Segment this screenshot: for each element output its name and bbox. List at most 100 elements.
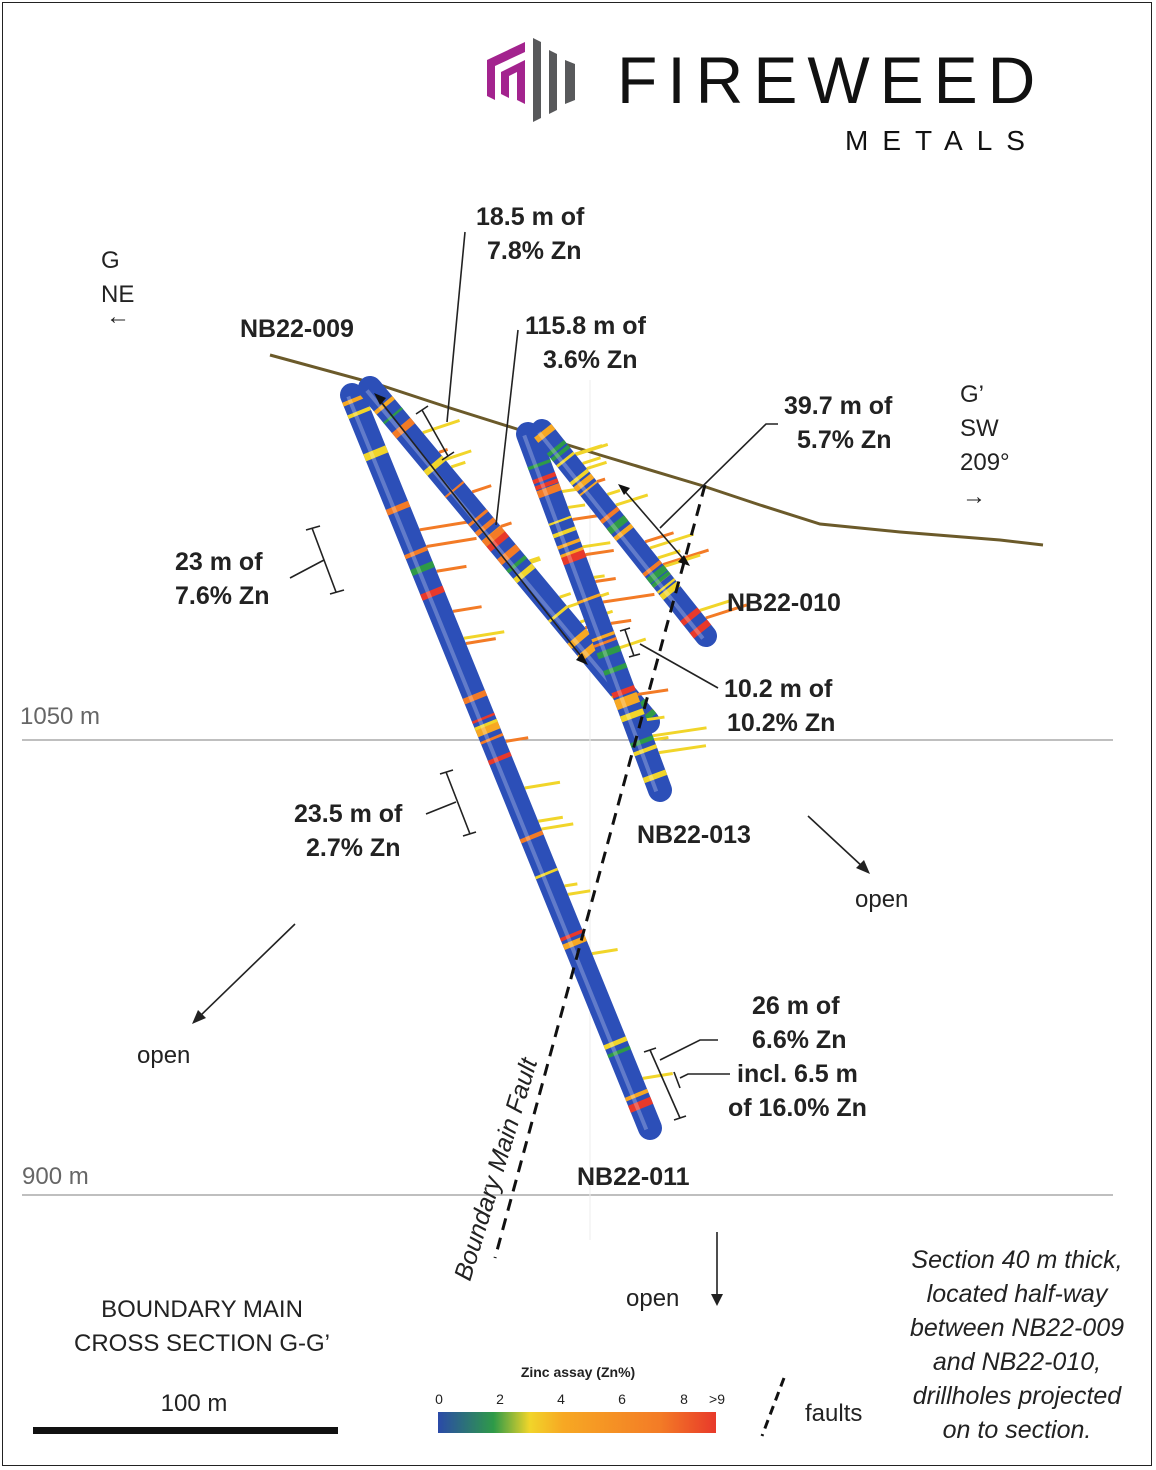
legend-tick-6: 6 <box>618 1391 626 1407</box>
drillhole-highlight <box>522 434 659 793</box>
assay-band <box>485 530 510 552</box>
assay-spike <box>500 521 512 528</box>
fault-label: Boundary Main Fault <box>449 1054 544 1284</box>
assay-band <box>560 546 585 561</box>
fireweed-logo: FIREWEED METALS <box>487 38 1035 156</box>
assay-spike <box>529 556 541 563</box>
assay-band <box>680 607 702 626</box>
assay-band <box>651 570 671 588</box>
assay-spike <box>595 577 616 583</box>
assay-band <box>614 694 641 711</box>
svg-text:23 m of: 23 m of <box>175 548 263 576</box>
svg-text:between NB22-009: between NB22-009 <box>910 1314 1124 1342</box>
assay-spike <box>596 477 606 484</box>
legend-tick-9: >9 <box>709 1391 725 1407</box>
assay-spike <box>652 726 707 738</box>
assay-band <box>363 445 389 462</box>
assay-band <box>573 473 595 492</box>
open-arrow-left: open <box>137 923 296 1069</box>
assay-band <box>613 523 634 542</box>
hole-label-nb22-010: NB22-010 <box>727 589 841 617</box>
legend-tick-2: 2 <box>496 1391 504 1407</box>
assay-band <box>613 691 639 706</box>
elevation-label-1050: 1050 m <box>20 703 100 730</box>
assay-band <box>577 593 601 605</box>
assay-band <box>347 406 372 420</box>
svg-text:open: open <box>855 886 908 913</box>
assay-band <box>383 407 404 425</box>
assay-spike <box>444 449 472 461</box>
assay-band <box>471 712 496 725</box>
section-title-line1: BOUNDARY MAIN <box>101 1296 303 1323</box>
assay-spike <box>586 460 608 471</box>
section-end-letter: G’ <box>960 381 984 408</box>
svg-text:6.6% Zn: 6.6% Zn <box>752 1026 846 1054</box>
drillhole-body <box>340 383 662 1140</box>
assay-spike <box>705 603 748 620</box>
assay-band <box>689 619 712 639</box>
assay-band <box>593 636 618 648</box>
section-azimuth: 209° <box>960 449 1010 476</box>
assay-spike <box>559 592 572 599</box>
assay-spike <box>649 532 695 550</box>
assay-band <box>606 515 629 535</box>
assay-spike <box>602 592 655 604</box>
assay-spike <box>426 536 477 548</box>
svg-text:26 m of: 26 m of <box>752 992 840 1020</box>
svg-text:open: open <box>137 1042 190 1069</box>
intercept-115-8m: 115.8 m of 3.6% Zn <box>374 312 647 665</box>
assay-band <box>656 578 676 594</box>
assay-band <box>534 478 559 491</box>
svg-text:on to section.: on to section. <box>943 1416 1092 1444</box>
assay-spike <box>564 882 578 888</box>
assay-spike <box>606 489 621 496</box>
assay-spike <box>593 574 605 579</box>
assay-spike <box>419 519 473 532</box>
assay-band <box>567 628 591 649</box>
svg-text:2.7% Zn: 2.7% Zn <box>306 834 400 862</box>
assay-band <box>534 867 559 880</box>
assay-spike <box>637 688 669 696</box>
legend-title: Zinc assay (Zn%) <box>521 1364 635 1380</box>
assay-band <box>591 630 615 643</box>
assay-band <box>642 559 663 577</box>
assay-band <box>519 830 544 844</box>
assay-band <box>624 1088 649 1102</box>
fault-legend-symbol <box>760 1377 786 1437</box>
boundary-main-fault <box>493 484 707 1259</box>
section-start-direction: NE <box>101 281 134 308</box>
svg-text:7.6% Zn: 7.6% Zn <box>175 582 269 610</box>
assay-spike <box>524 780 561 790</box>
drillholes <box>340 376 748 1140</box>
svg-text:7.8% Zn: 7.8% Zn <box>487 237 581 265</box>
svg-text:3.6% Zn: 3.6% Zn <box>543 346 637 374</box>
assay-spike <box>658 744 707 755</box>
assay-band <box>467 509 489 527</box>
svg-text:10.2% Zn: 10.2% Zn <box>727 709 835 737</box>
svg-text:drillholes projected: drillholes projected <box>913 1382 1123 1410</box>
scale-bar-label: 100 m <box>161 1390 228 1417</box>
assay-band <box>628 1096 654 1113</box>
legend-tick-0: 0 <box>435 1391 443 1407</box>
topography-line <box>269 353 1044 547</box>
section-note: Section 40 m thick, located half-way bet… <box>910 1246 1124 1444</box>
assay-spike <box>567 889 591 896</box>
assay-band <box>569 468 590 486</box>
assay-spike <box>541 822 574 831</box>
assay-band <box>474 718 499 733</box>
assay-band <box>561 549 587 566</box>
svg-text:115.8 m of: 115.8 m of <box>525 312 647 340</box>
assay-band <box>527 458 552 471</box>
assay-band <box>659 581 681 600</box>
open-arrow-right: open <box>807 815 908 913</box>
assay-band <box>385 500 411 516</box>
assay-band <box>596 646 622 660</box>
svg-text:and NB22-010,: and NB22-010, <box>933 1348 1101 1376</box>
svg-text:18.5 m of: 18.5 m of <box>476 203 585 231</box>
assay-spike <box>463 630 505 640</box>
assay-band <box>444 481 465 499</box>
intercept-39-7m: 39.7 m of 5.7% Zn <box>618 392 893 566</box>
assay-spike <box>422 419 461 435</box>
assay-spike <box>471 484 492 494</box>
